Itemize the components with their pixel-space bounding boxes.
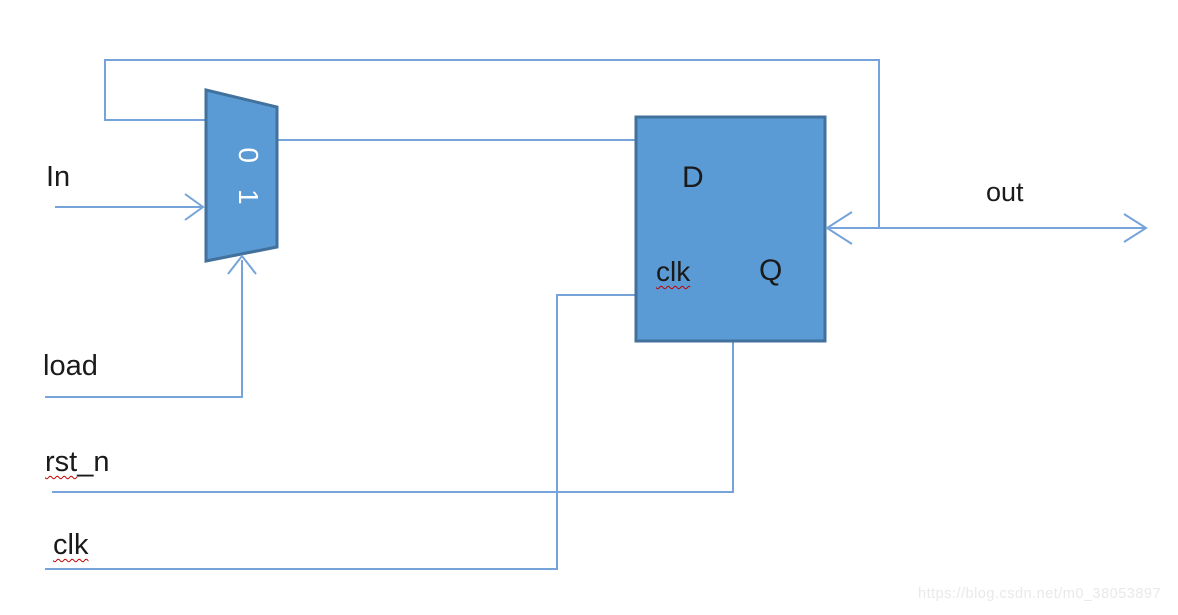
out-signal-label: out — [986, 177, 1024, 207]
feedback-wire — [104, 59, 880, 228]
load-signal-label: load — [43, 350, 98, 382]
mux-input1-label: 1 — [233, 189, 264, 205]
watermark-url: https://blog.csdn.net/m0_38053897 — [918, 586, 1162, 602]
out-arrowhead — [1123, 213, 1148, 243]
rst-n-wire — [52, 342, 734, 493]
rst-n-label-suffix: _n — [77, 446, 110, 478]
in-signal-label: In — [46, 161, 71, 193]
dff-side-arrowhead — [825, 211, 853, 245]
dff-d-pin-label: D — [682, 161, 704, 194]
dff-clk-pin-label: clk — [656, 256, 691, 287]
load-wire — [45, 260, 243, 398]
clk-signal-label: clk — [53, 529, 89, 561]
clk-wire — [45, 294, 637, 570]
mux-shape — [204, 88, 279, 263]
mux-input0-label: 0 — [233, 147, 264, 163]
rst-n-signal-label: rst_n — [45, 446, 110, 479]
load-arrowhead — [227, 254, 257, 275]
in-arrowhead — [184, 193, 205, 221]
rst-n-label-wavy-part: rst — [45, 446, 78, 478]
mux-input-numbers: 0 1 — [230, 106, 266, 246]
dff-shape — [634, 115, 827, 343]
dff-q-pin-label: Q — [759, 254, 783, 287]
